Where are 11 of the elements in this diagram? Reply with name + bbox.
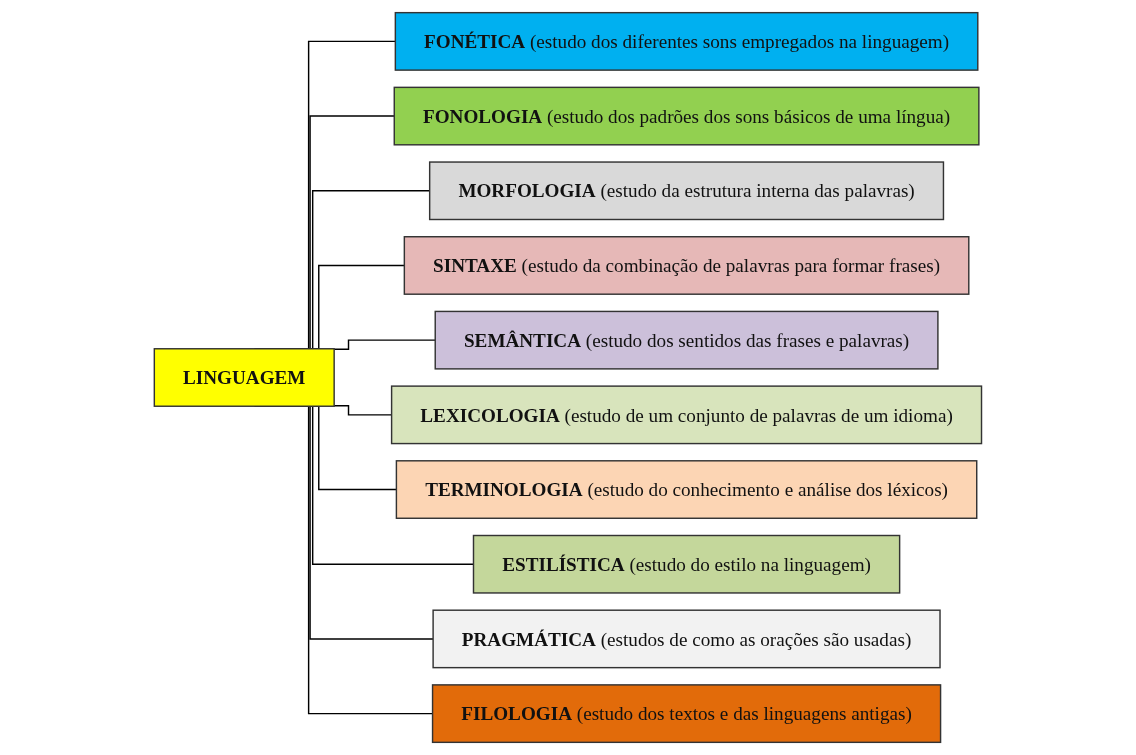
node-box: TERMINOLOGIA (estudo do conhecimento e análise dos léxicos) [395,460,978,519]
node-box: LEXICOLOGIA (estudo de um conjunto de palavras de um idioma) [390,385,983,445]
node-box: FONÉTICA (estudo dos diferentes sons empregados na linguagem) [394,11,979,71]
node-box: PRAGMÁTICA (estudos de como as orações são usadas) [432,609,941,669]
node-box: LINGUAGEM [153,348,335,407]
node-box: MORFOLOGIA (estudo da estrutura interna das palavras) [429,161,945,221]
node-box: SEMÂNTICA (estudo dos sentidos das frases e palavras) [434,310,939,370]
node-box: SINTAXE (estudo da combinação de palavras para formar frases) [403,236,970,295]
node-box: FONOLOGIA (estudo dos padrões dos sons básicos de uma língua) [393,86,980,146]
node-box: FILOLOGIA (estudo dos textos e das linguagens antigas) [431,684,942,744]
node-box: ESTILÍSTICA (estudo do estilo na linguagem) [472,534,901,594]
